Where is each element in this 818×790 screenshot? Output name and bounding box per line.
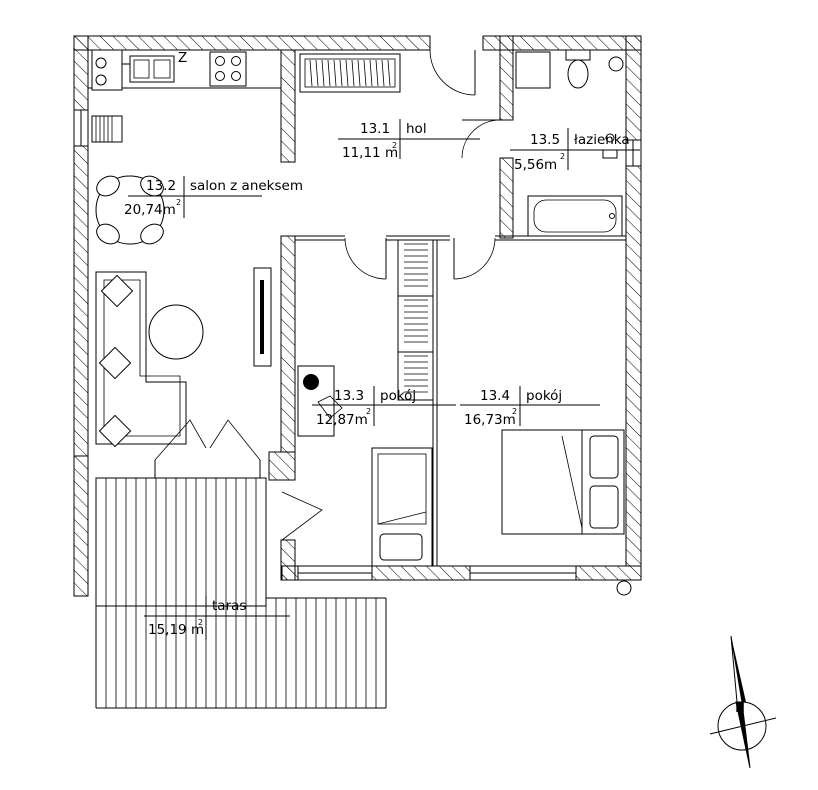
hol-wardrobe [299,53,401,93]
sofa [95,267,272,448]
kitchen-mark: Z [178,50,187,66]
pokoj4-furniture [501,429,625,535]
svg-text:2: 2 [560,152,565,161]
dining-table [95,175,165,245]
room-area: 11,11 m [342,145,398,161]
room-number: 13.3 [334,388,364,404]
north-mark: N [735,700,745,716]
svg-text:2: 2 [392,141,397,150]
room-area: 12,87m [316,412,368,428]
room-name: taras [212,598,246,614]
room-label-salon: 13.2 salon z aneksem 20,74m 2 [124,176,303,218]
room-label-pokoj4: 13.4 pokój 16,73m 2 [460,386,600,428]
north-arrow-icon: N [709,635,777,769]
room-name: pokój [526,388,562,404]
room-label-lazienka: 13.5 łazienka 5,56m 2 [510,128,640,173]
room-area: 15,19 m [148,622,204,638]
pokoj3-furniture [297,239,434,567]
terrace [95,477,387,709]
room-number: 13.1 [360,121,390,137]
room-label-taras: taras 15,19 m 2 [144,596,290,640]
room-area: 16,73m [464,412,516,428]
room-area: 5,56m [514,157,557,173]
room-name: hol [406,121,427,137]
kitchen: Z [91,49,247,143]
svg-text:2: 2 [366,407,371,416]
svg-text:2: 2 [198,618,203,627]
windows [73,109,642,596]
room-area: 20,74m [124,202,176,218]
room-name: pokój [380,388,416,404]
room-number: 13.5 [530,132,560,148]
svg-text:2: 2 [176,198,181,207]
room-number: 13.4 [480,388,510,404]
room-name: łazienka [574,132,630,148]
room-name: salon z aneksem [190,178,303,194]
room-label-hol: 13.1 hol 11,11 m 2 [338,119,480,161]
doors [154,36,501,541]
svg-text:2: 2 [512,407,517,416]
room-number: 13.2 [146,178,176,194]
room-label-pokoj3: 13.3 pokój 12,87m 2 [312,386,456,428]
